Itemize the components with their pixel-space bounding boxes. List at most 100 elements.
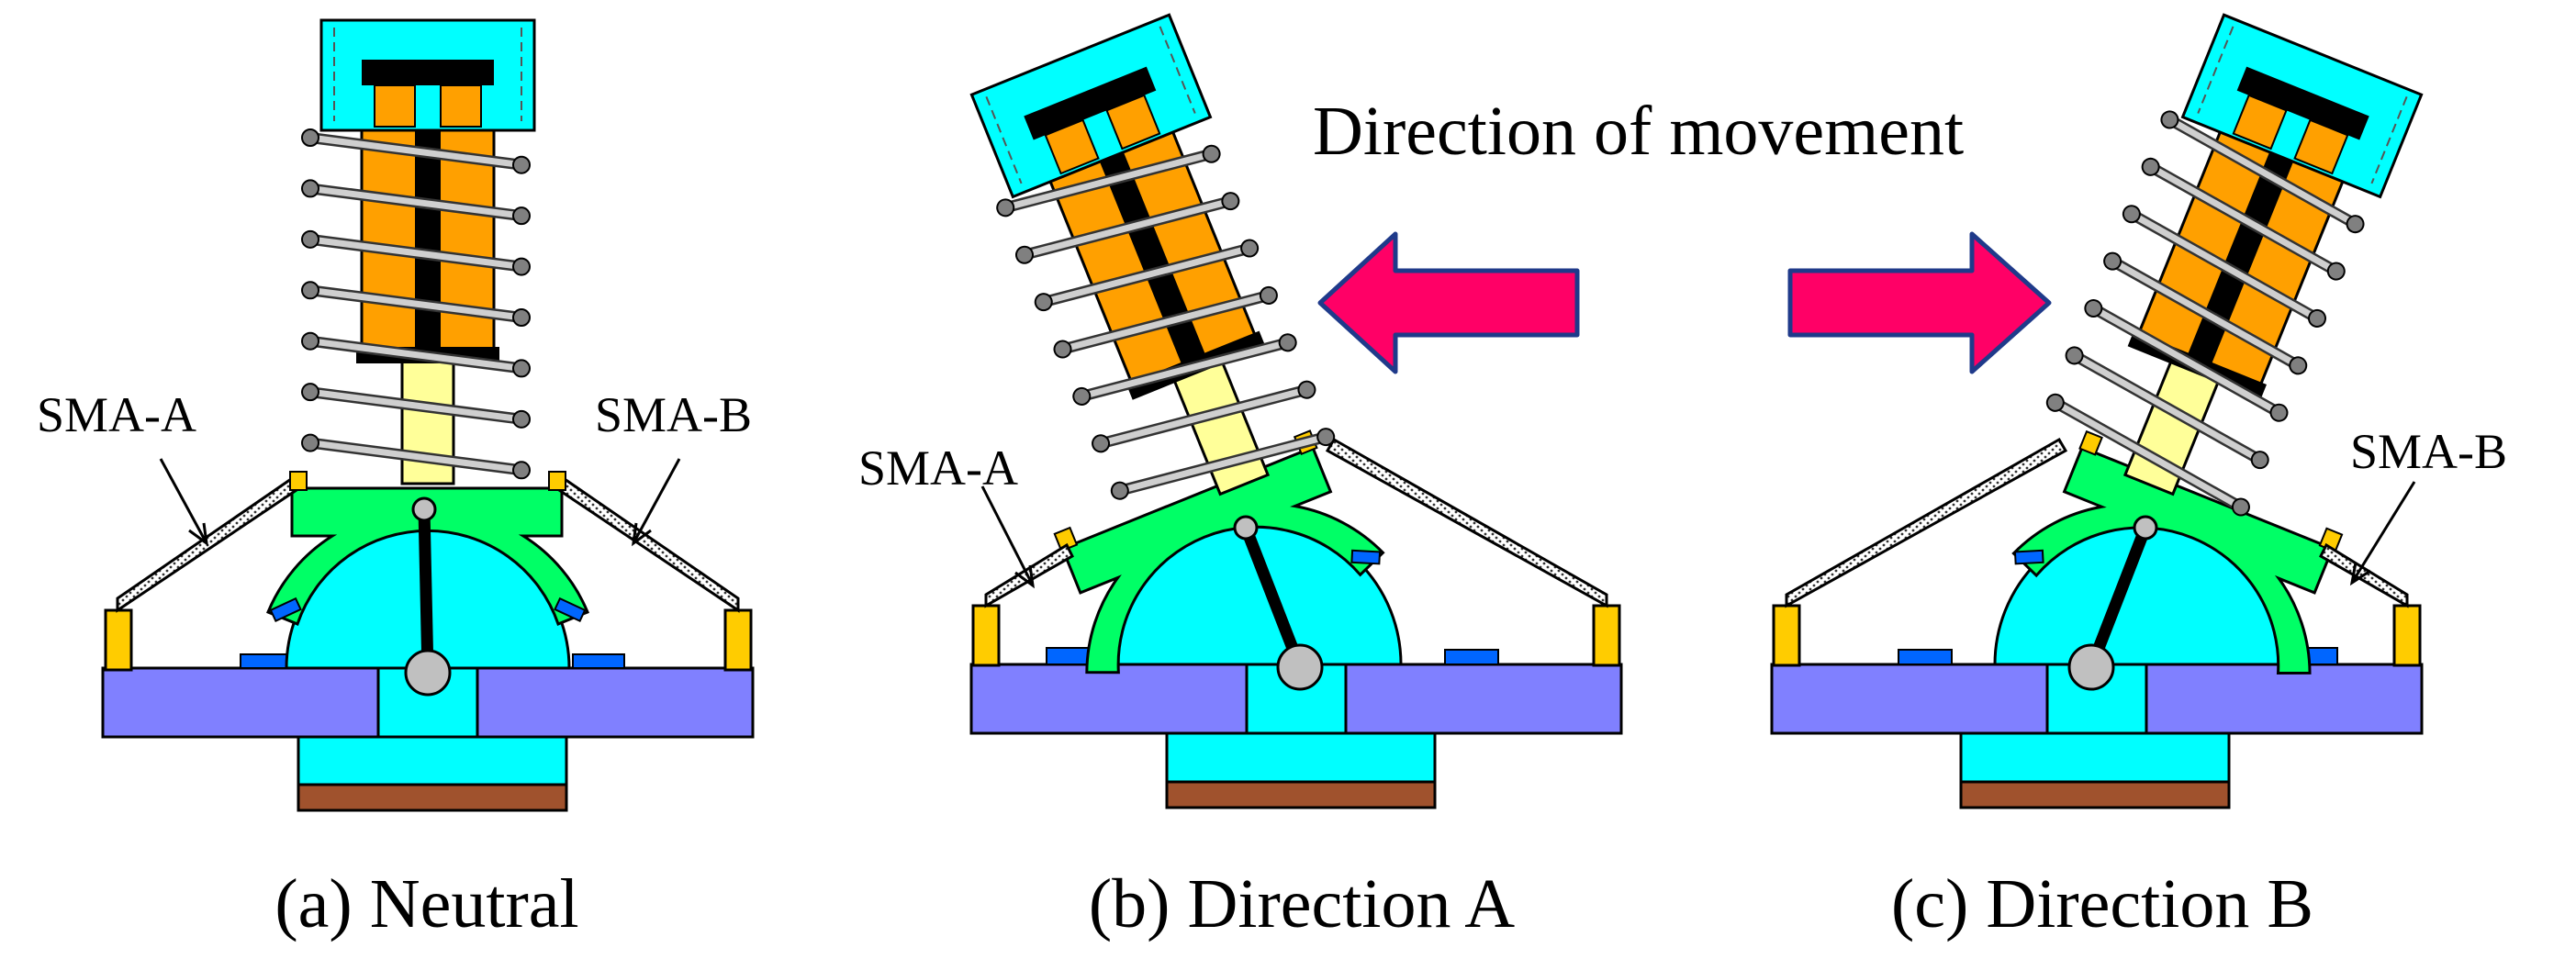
spring-coil-end — [2289, 356, 2308, 375]
spring-coil — [2109, 258, 2302, 369]
pivot-main — [1276, 643, 1324, 691]
spring-coil-end — [1053, 340, 1072, 359]
wire-clip-left — [289, 471, 308, 491]
spring-coil — [2052, 399, 2245, 511]
spring-coil-end — [512, 359, 531, 378]
spring-coil-end — [301, 128, 319, 147]
caption-direction-b: (c) Direction B — [1891, 865, 2313, 942]
spring-coil-end — [512, 308, 531, 327]
foot-plate — [1165, 778, 1437, 809]
spring-coil — [2166, 116, 2359, 228]
spring-coil — [1078, 339, 1292, 400]
spring-coil-end — [2250, 451, 2269, 470]
spring-coil-end — [1297, 380, 1316, 399]
spring-coil — [307, 440, 525, 474]
pivot-main — [2067, 643, 2115, 691]
spring-coil — [307, 236, 525, 271]
spring-coil — [1059, 292, 1272, 353]
spring-coil-end — [2141, 157, 2160, 176]
lower-body — [297, 732, 568, 786]
sma-a-label-direction-a: SMA-A — [858, 440, 1018, 496]
spring-coil — [307, 388, 525, 423]
pivot-top — [1233, 515, 1259, 541]
spring-coil-end — [2084, 299, 2103, 318]
spring-coil — [307, 134, 525, 169]
sma-wire-left — [1785, 437, 2068, 608]
spring-coil-end — [1092, 434, 1111, 453]
spring-coil-end — [2308, 308, 2327, 328]
spring-coil-end — [1202, 144, 1221, 163]
foot-plate — [297, 781, 568, 812]
center-block — [376, 666, 479, 739]
pad-left — [240, 653, 293, 669]
spring-coil — [1002, 151, 1215, 211]
lower-body — [1959, 730, 2231, 784]
sma-bracket — [266, 486, 589, 626]
spring-coil-end — [301, 383, 319, 402]
pad-right — [572, 653, 625, 669]
anchor-left — [104, 608, 133, 672]
spring-assembly — [969, 13, 1336, 500]
pivot-top — [2133, 515, 2158, 541]
spring-coil — [1040, 245, 1253, 306]
spring-coil — [1116, 433, 1329, 495]
spring-coil-end — [512, 257, 531, 276]
anchor-right — [2392, 604, 2422, 667]
coil-spring — [2045, 110, 2365, 517]
spring-coil-end — [1278, 333, 1297, 352]
panel-direction-a — [969, 13, 1623, 809]
spring-coil-end — [512, 155, 531, 174]
spring-coil-end — [2065, 346, 2084, 365]
sma-wire-right — [554, 474, 740, 613]
spring-coil-end — [1110, 481, 1129, 500]
spring-coil-end — [301, 331, 319, 351]
stopper-left — [269, 596, 302, 623]
spring-coil-end — [1034, 293, 1053, 312]
lever — [418, 508, 434, 674]
spring-coil — [2147, 163, 2340, 275]
spring-coil-end — [512, 409, 531, 429]
anchor-right — [1592, 604, 1621, 667]
stopper-right — [1350, 549, 1382, 565]
spring-coil-end — [2103, 251, 2122, 271]
lower-body — [1165, 730, 1437, 784]
anchor-left — [1772, 604, 1801, 667]
arrow-left-direction-a — [1317, 231, 1580, 374]
spring-assembly — [2045, 13, 2424, 517]
spring-coil — [1097, 386, 1310, 447]
panel-neutral — [101, 18, 755, 812]
spring-coil-end — [301, 179, 319, 198]
spring-coil-end — [1240, 239, 1260, 258]
pivot-top — [411, 496, 437, 522]
pad-left — [1898, 649, 1953, 665]
foot-plate — [1959, 778, 2231, 809]
spring-assembly — [301, 18, 536, 485]
spring-coil-end — [2326, 262, 2346, 281]
sma-b-label-direction-b: SMA-B — [2350, 424, 2507, 479]
spring-coil-end — [2269, 403, 2289, 422]
spring-coil-end — [1014, 245, 1034, 264]
spring-coil — [307, 286, 525, 321]
spring-coil-end — [1221, 192, 1240, 211]
spring-coil-end — [301, 433, 319, 452]
lever — [2085, 525, 2152, 670]
wire-clip-left — [2078, 429, 2103, 456]
spring-coil-end — [2045, 393, 2065, 412]
caption-neutral: (a) Neutral — [274, 865, 578, 942]
spring-coil — [2089, 305, 2282, 417]
wire-clip-right — [548, 471, 566, 491]
spring-coil-end — [2160, 110, 2179, 129]
spring-coil-end — [1072, 386, 1092, 406]
spring-coil-end — [301, 281, 319, 300]
caption-direction-a: (b) Direction A — [1089, 865, 1515, 942]
sma-b-label-neutral: SMA-B — [595, 387, 752, 442]
leader-lines — [159, 458, 2416, 589]
lever — [1239, 525, 1306, 670]
spring-coil-end — [2231, 497, 2250, 517]
spring-coil — [2071, 351, 2264, 463]
spring-coil-end — [1259, 285, 1278, 305]
anchor-right — [723, 608, 753, 672]
spring-coil-end — [512, 206, 531, 226]
spring-coil-end — [301, 229, 319, 249]
